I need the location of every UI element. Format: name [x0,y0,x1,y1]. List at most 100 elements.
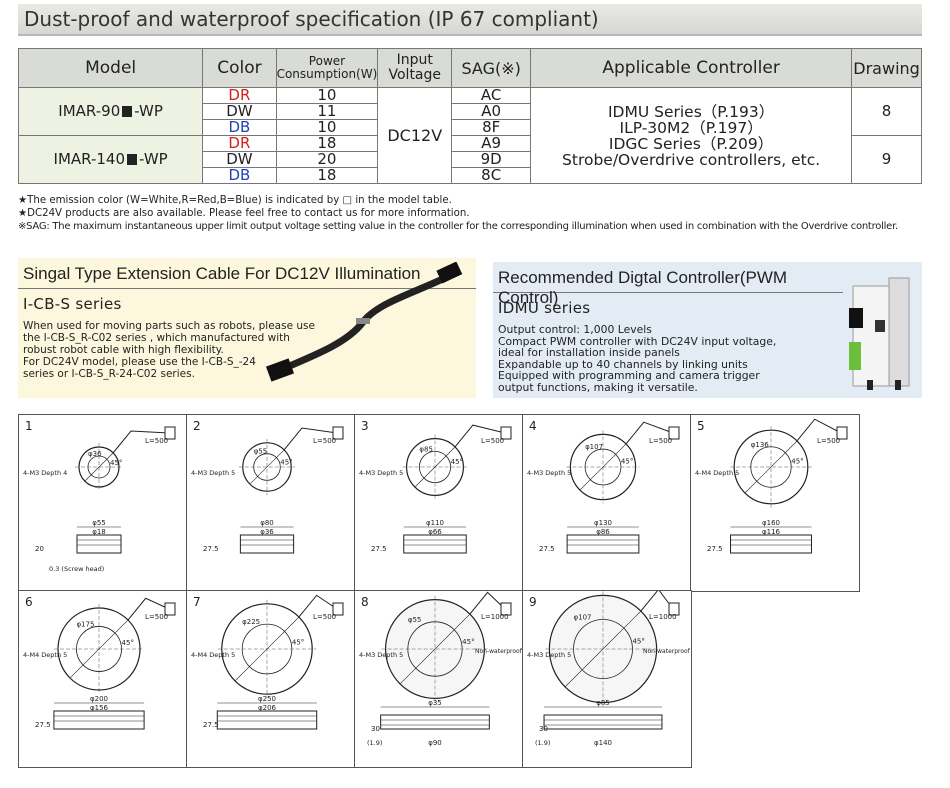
cable-line [796,418,842,442]
height-label: 27.5 [371,545,387,553]
sag-cell: A0 [451,103,532,120]
cable-line [283,427,338,451]
side-view-body [730,534,812,554]
mounting-holes-label: 4-M3 Depth 4 [23,469,67,477]
diameter-label: φ36 [88,450,102,458]
connector [332,602,344,616]
note-line: ※SAG: The maximum instantaneous upper li… [18,221,898,232]
mounting-holes-label: 4-M4 Depth 5 [695,469,739,477]
model-cell: IMAR-90-WP [17,87,204,136]
width-label-inner: φ18 [92,528,106,536]
diameter-label: φ55 [254,448,268,456]
side-view-body [216,710,318,730]
header-power: Power Consumption(W) [275,48,379,88]
extra-label: 0.3 (Screw head) [49,565,104,573]
cable-line [127,597,170,621]
cable-series: I-CB-S series [23,295,122,313]
sag-cell: 8C [451,167,532,184]
height-label: 27.5 [707,545,723,553]
desc-line: robust robot cable with high flexibility… [23,344,224,356]
drawing-number: 8 [361,595,369,609]
angle-label: 45° [110,459,122,467]
power-cell: 10 [275,87,379,104]
diameter-label: φ55 [408,616,422,624]
header-controller: Applicable Controller [530,48,853,88]
controller-line: ILP-30M2（P.197） [619,118,763,137]
desc-line: series or I-CB-S_R-24-C02 series. [23,368,195,380]
cable-line [640,591,674,612]
diameter-label: φ175 [76,620,94,628]
width-label-inner: φ206 [258,704,277,712]
cable-panel: Singal Type Extension Cable For DC12V Il… [18,258,476,398]
angle-label: 45° [451,458,463,466]
side-view-body [403,534,467,554]
diameter-line [70,620,128,678]
desc-line: Compact PWM controller with DC24V input … [498,334,777,348]
width-label-inner: φ140 [594,739,612,747]
notes: ★The emission color (W=White,R=Red,B=Blu… [18,194,898,233]
desc-line: the I-CB-S_R-C02 series , which manufact… [23,332,290,344]
model-suffix: -WP [139,150,168,168]
diameter-line [579,443,627,491]
power-cell: 10 [275,119,379,136]
width-label-inner: φ90 [428,739,442,747]
desc-line: Equipped with programming and camera tri… [498,369,760,383]
color-placeholder-square [122,106,133,117]
width-label-inner: φ156 [90,704,109,712]
height-label: 27.5 [203,545,219,553]
header-power-line1: Power [308,54,346,68]
mounting-holes-label: 4-M3 Depth 5 [359,651,403,659]
cable-panel-heading: Singal Type Extension Cable For DC12V Il… [18,258,476,289]
controller-line: IDMU Series（P.193） [607,102,775,121]
cable-length-label: L=500 [145,437,168,445]
diameter-line [414,446,456,488]
cable-length-label: L=1000 [649,613,677,621]
side-view-body [76,534,122,554]
height-label: 27.5 [539,545,555,553]
controller-panel: Recommended Digtal Controller(PWM Contro… [493,262,922,398]
non-waterproof-label: Non-waterproof [475,648,523,655]
angle-label: 45° [292,638,304,646]
controller-panel-heading: Recommended Digtal Controller(PWM Contro… [493,262,843,307]
note-line: ★DC24V products are also available. Plea… [18,208,470,219]
model-prefix: IMAR-90 [58,102,121,120]
height-label: 27.5 [35,721,51,729]
mounting-holes-label: 4-M3 Depth 5 [527,469,571,477]
cable-line [469,591,506,615]
height-label: 30 [371,725,380,733]
table-row: DB 18 8C [19,167,922,184]
height-label: 30 [539,725,548,733]
drawing-number: 9 [529,595,537,609]
diameter-label: φ107 [585,443,603,451]
connector [668,426,680,440]
section-title-bar: Dust-proof and waterproof specification … [18,4,922,36]
angle-label: 45° [122,639,134,647]
drawing-number: 2 [193,419,201,433]
drawing-number: 7 [193,595,201,609]
header-sag: SAG(※) [451,48,532,88]
cable-line [454,424,506,448]
power-cell: 18 [275,167,379,184]
angle-label: 45° [462,638,474,646]
height-label: 20 [35,545,44,553]
controller-series: IDMU series [498,299,591,317]
controller-description: Output control: 1,000 Levels Compact PWM… [498,324,922,394]
header-color: Color [202,48,277,88]
header-power-line2: Consumption(W) [276,67,378,81]
diameter-line [745,441,797,493]
width-label-outer: φ160 [762,519,780,527]
diameter-label: φ136 [751,441,770,449]
width-label-outer: φ35 [428,699,442,707]
cable-line [112,430,170,454]
width-label-outer: φ110 [426,519,444,527]
diameter-line [400,614,470,684]
width-label-outer: φ130 [594,519,612,527]
cable-length-label: L=500 [313,437,336,445]
